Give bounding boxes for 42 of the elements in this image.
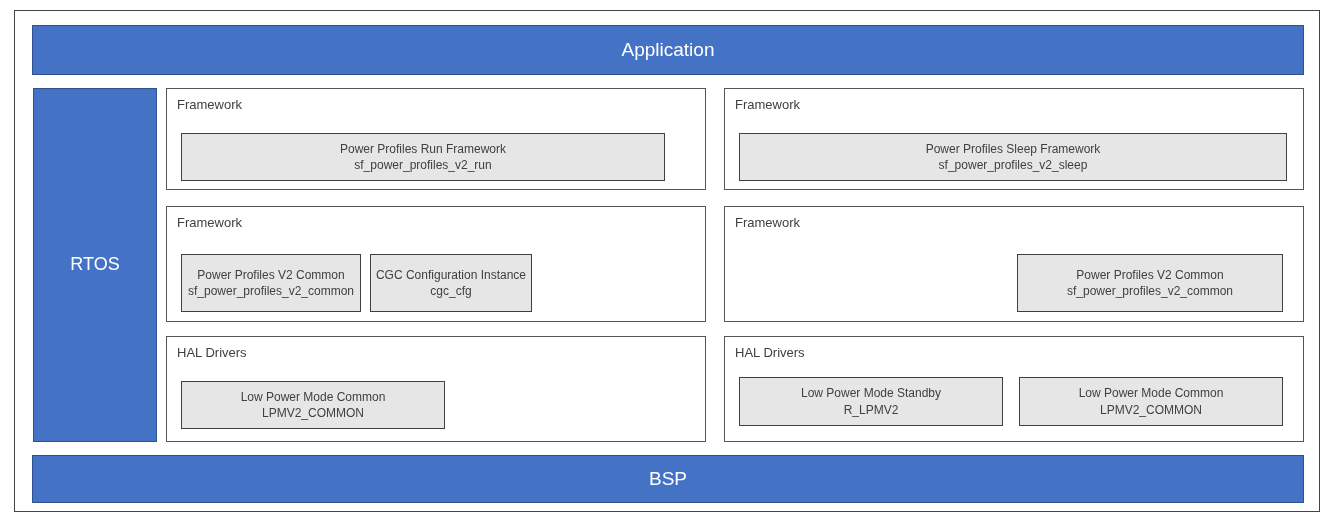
- module-box: [739, 133, 1287, 181]
- module-box: [181, 133, 665, 181]
- panel-heading: Framework: [177, 215, 242, 230]
- module-box: [1019, 377, 1283, 426]
- panel-heading: Framework: [735, 97, 800, 112]
- layer-panel: [724, 206, 1304, 322]
- layer-panel: [166, 206, 706, 322]
- module-label: sf_power_profiles_v2_common: [1066, 283, 1234, 300]
- module-label: CGC Configuration Instance: [375, 266, 527, 283]
- layer-label: RTOS: [70, 253, 120, 277]
- layer-panel: [166, 88, 706, 190]
- module-label: Power Profiles V2 Common: [197, 266, 345, 283]
- layer-panel: [724, 336, 1304, 442]
- module-label: Low Power Mode Standby: [800, 385, 942, 402]
- layer-bar: [33, 88, 157, 442]
- panel-heading: HAL Drivers: [177, 345, 247, 360]
- module-label: R_LPMV2: [843, 401, 899, 418]
- module-label: Power Profiles V2 Common: [1076, 266, 1224, 283]
- module-label: sf_power_profiles_v2_common: [187, 283, 355, 300]
- module-box: [181, 254, 361, 312]
- module-label: Low Power Mode Common: [240, 388, 386, 405]
- module-label: Power Profiles Run Framework: [339, 140, 507, 157]
- module-label: sf_power_profiles_v2_sleep: [938, 157, 1088, 174]
- layer-label: Application: [621, 37, 715, 62]
- module-label: Low Power Mode Common: [1078, 385, 1224, 402]
- module-label: cgc_cfg: [430, 283, 472, 300]
- layer-panel: [724, 88, 1304, 190]
- module-label: LPMV2_COMMON: [262, 405, 364, 422]
- module-box: [181, 381, 445, 429]
- layer-panel: [166, 336, 706, 442]
- module-label: LPMV2_COMMON: [1100, 401, 1202, 418]
- layer-bar: [32, 455, 1304, 503]
- module-box: [370, 254, 532, 312]
- module-label: Power Profiles Sleep Framework: [925, 140, 1101, 157]
- panel-heading: Framework: [177, 97, 242, 112]
- module-box: [739, 377, 1003, 426]
- module-label: sf_power_profiles_v2_run: [354, 157, 492, 174]
- module-box: [1017, 254, 1283, 312]
- layer-bar: [32, 25, 1304, 75]
- layer-label: BSP: [649, 466, 687, 491]
- panel-heading: Framework: [735, 215, 800, 230]
- panel-heading: HAL Drivers: [735, 345, 805, 360]
